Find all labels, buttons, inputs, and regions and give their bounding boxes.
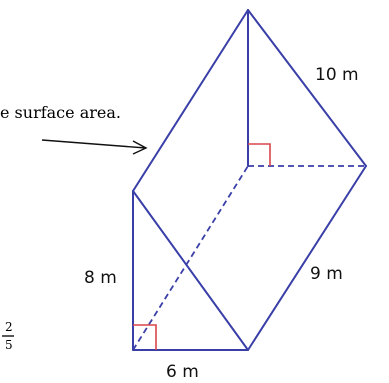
pointer-arrow-shaft — [41, 139, 147, 149]
hidden-edge-base-diagonal — [132, 165, 249, 351]
right-angle-marker-front — [133, 324, 157, 350]
note-text: e surface area. — [0, 103, 121, 122]
label-top-slant: 10 m — [315, 65, 359, 85]
visible-edges — [132, 9, 367, 351]
dimension-labels: 10 m 9 m 8 m 6 m — [84, 65, 359, 382]
label-right-slant: 9 m — [310, 264, 343, 284]
right-angle-markers — [133, 143, 271, 350]
note-callout: e surface area. — [0, 103, 148, 155]
edge-top-left — [132, 9, 249, 192]
right-angle-marker-back — [248, 143, 271, 166]
edge-right-slant — [247, 165, 367, 351]
label-height: 8 m — [84, 268, 117, 288]
hidden-edges — [132, 165, 366, 351]
edge-front-hypotenuse — [132, 190, 249, 351]
fraction-fragment: 2 5 — [2, 320, 14, 352]
edge-top-right — [247, 9, 367, 167]
fraction-denominator: 5 — [5, 338, 13, 352]
fraction-numerator: 2 — [5, 320, 13, 334]
label-base: 6 m — [166, 362, 199, 382]
pointer-arrow-head — [132, 140, 148, 155]
